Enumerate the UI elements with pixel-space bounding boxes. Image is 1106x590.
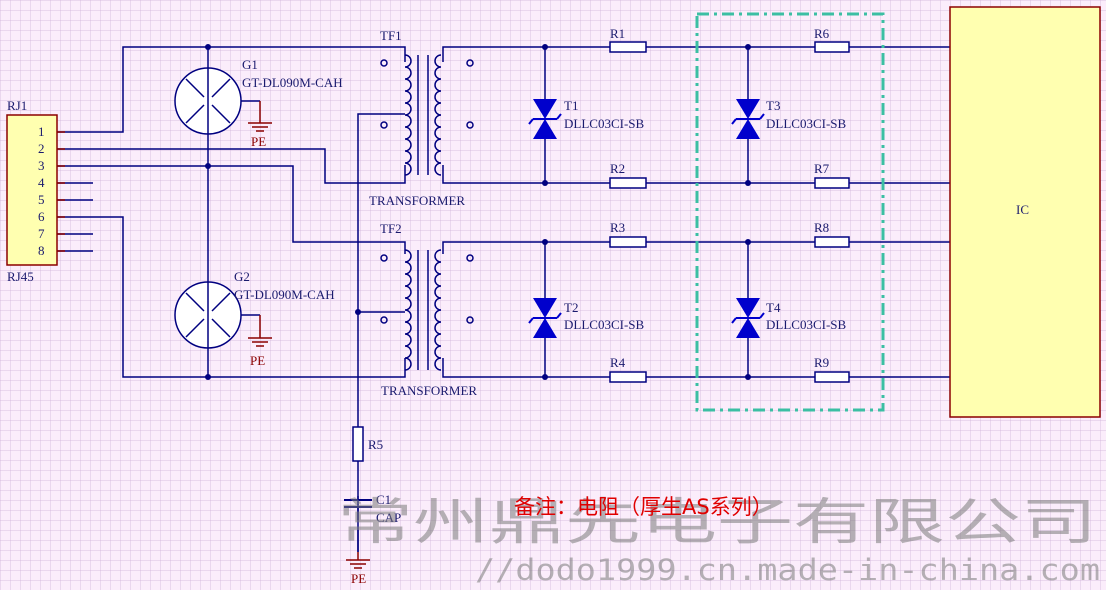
tf2-label: TRANSFORMER — [381, 383, 477, 398]
transformer-tf1: TF1 TRANSFORMER — [369, 28, 474, 208]
ic-block: IC — [949, 6, 1101, 418]
r4-label: R4 — [610, 355, 626, 370]
transformer-tf2: TF2 TRANSFORMER — [380, 221, 477, 398]
pin-6: 6 — [38, 209, 45, 224]
r8-label: R8 — [814, 220, 829, 235]
resistor-r1 — [609, 41, 647, 53]
g2-ground: PE — [250, 353, 265, 368]
resistor-r3 — [609, 236, 647, 248]
t2-part: DLLC03CI-SB — [564, 317, 645, 332]
connector-type: RJ45 — [7, 269, 34, 284]
r3-label: R3 — [610, 220, 625, 235]
ic-label: IC — [1016, 202, 1029, 217]
r5-label: R5 — [368, 437, 383, 452]
tvs-t1: T1 DLLC03CI-SB — [528, 98, 645, 140]
t4-ref: T4 — [766, 300, 781, 315]
t1-part: DLLC03CI-SB — [564, 116, 645, 131]
pin-3: 3 — [38, 158, 45, 173]
t3-ref: T3 — [766, 98, 780, 113]
c1-ground: PE — [351, 571, 366, 586]
gdt-g2: G2 GT-DL090M-CAH PE — [174, 269, 335, 368]
t2-ref: T2 — [564, 300, 578, 315]
junctions — [205, 44, 751, 380]
tvs-t2: T2 DLLC03CI-SB — [528, 297, 645, 339]
rj45-connector: RJ1 RJ45 1 2 3 4 5 6 7 8 — [6, 98, 65, 284]
capacitor-c1: C1 CAP PE — [344, 461, 401, 586]
tf1-label: TRANSFORMER — [369, 193, 465, 208]
c1-ref: C1 — [376, 492, 391, 507]
resistor-r5 — [352, 426, 364, 462]
pin-2: 2 — [38, 141, 45, 156]
g2-part: GT-DL090M-CAH — [234, 287, 335, 302]
resistor-r7 — [814, 177, 850, 189]
watermark-company: 常州鼎先电子有限公司 — [337, 493, 1097, 551]
r6-label: R6 — [814, 26, 830, 41]
highlight-box — [695, 12, 885, 412]
r2-label: R2 — [610, 161, 625, 176]
tvs-t4: T4 DLLC03CI-SB — [731, 297, 847, 339]
c1-value: CAP — [376, 510, 401, 525]
tvs-t3: T3 DLLC03CI-SB — [731, 98, 847, 140]
r1-label: R1 — [610, 26, 625, 41]
watermark-url: //dodo1999.cn.made-in-china.com — [475, 553, 1100, 587]
g2-ref: G2 — [234, 269, 250, 284]
pin-7: 7 — [38, 226, 45, 241]
t4-part: DLLC03CI-SB — [766, 317, 847, 332]
g1-ground: PE — [251, 134, 266, 149]
pin-1: 1 — [38, 124, 45, 139]
connector-ref: RJ1 — [7, 98, 27, 113]
pin-4: 4 — [38, 175, 45, 190]
pin-8: 8 — [38, 243, 45, 258]
tf2-ref: TF2 — [380, 221, 402, 236]
t3-part: DLLC03CI-SB — [766, 116, 847, 131]
g1-ref: G1 — [242, 57, 258, 72]
resistor-r4 — [609, 371, 647, 383]
gdt-g1: G1 GT-DL090M-CAH PE — [174, 57, 343, 149]
resistor-r8 — [814, 236, 850, 248]
g1-part: GT-DL090M-CAH — [242, 75, 343, 90]
r7-label: R7 — [814, 161, 830, 176]
note-text: 备注：电阻（厚生AS系列） — [514, 495, 773, 519]
resistor-r6 — [814, 41, 850, 53]
t1-ref: T1 — [564, 98, 578, 113]
r9-label: R9 — [814, 355, 829, 370]
tf1-ref: TF1 — [380, 28, 402, 43]
pin-5: 5 — [38, 192, 45, 207]
resistor-r9 — [814, 371, 850, 383]
resistor-r2 — [609, 177, 647, 189]
resistors — [352, 41, 850, 462]
